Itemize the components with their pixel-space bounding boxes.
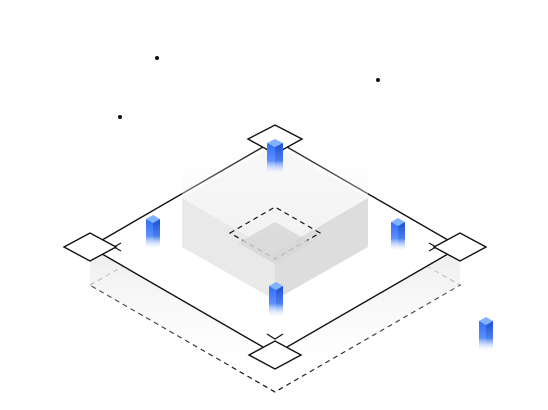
antenna-left-short <box>118 115 122 215</box>
platform-side-left <box>90 247 275 392</box>
glow-box-left <box>182 198 275 300</box>
glow-box-top <box>182 145 368 252</box>
corner-marker-right <box>432 232 488 262</box>
chevron-down-icon <box>266 333 284 340</box>
blue-pillar-left <box>146 215 160 250</box>
corner-marker-left <box>62 232 118 262</box>
glow-box-right <box>275 198 368 300</box>
blue-pillar-far-right <box>479 317 493 352</box>
blue-pillar-right <box>391 218 405 252</box>
corner-marker-bottom <box>247 340 303 370</box>
antenna-right <box>376 78 380 180</box>
platform-side-right <box>275 247 460 392</box>
blue-pillar-top <box>267 139 283 175</box>
inner-gray-diamond <box>238 222 312 264</box>
blue-pillar-center <box>269 282 283 318</box>
antenna-left-tall <box>155 56 159 165</box>
